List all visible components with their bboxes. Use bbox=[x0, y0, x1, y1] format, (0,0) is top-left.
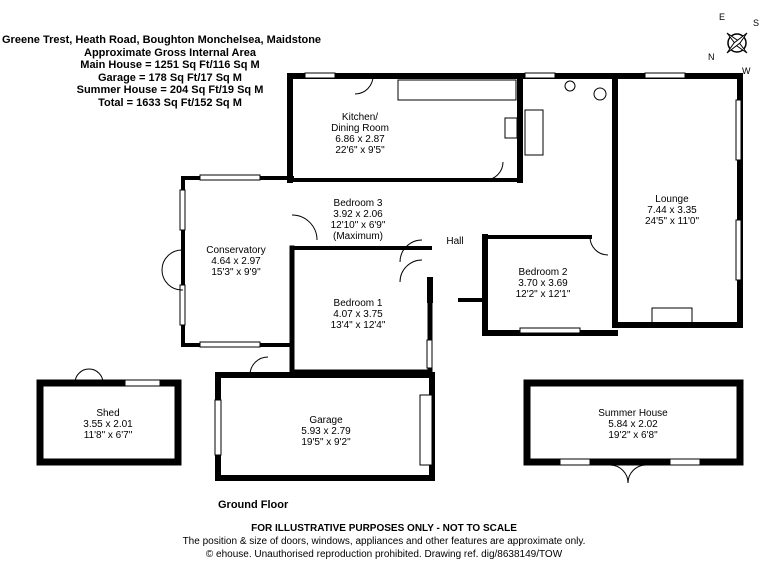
compass-s: S bbox=[753, 18, 759, 28]
conservatory-metric: 4.64 x 2.97 bbox=[211, 256, 261, 267]
kitchen-metric: 6.86 x 2.87 bbox=[335, 134, 385, 145]
kitchen-name: Kitchen/ bbox=[341, 112, 379, 123]
bedroom2-metric: 3.70 x 3.69 bbox=[518, 278, 568, 289]
room-shed: Shed 3.55 x 2.01 11'8" x 6'7" bbox=[83, 408, 132, 441]
main-house-area: Main House = 1251 Sq Ft/116 Sq M bbox=[80, 59, 260, 71]
room-conservatory: Conservatory 4.64 x 2.97 15'3" x 9'9" bbox=[206, 245, 265, 278]
shed-imperial: 11'8" x 6'7" bbox=[83, 430, 133, 441]
bedroom3-metric: 3.92 x 2.06 bbox=[333, 209, 383, 220]
total-area: Total = 1633 Sq Ft/152 Sq M bbox=[98, 97, 242, 109]
bedroom1-metric: 4.07 x 3.75 bbox=[333, 309, 383, 320]
room-bedroom-2: Bedroom 2 3.70 x 3.69 12'2" x 12'1" bbox=[516, 267, 571, 300]
garage-metric: 5.93 x 2.79 bbox=[301, 426, 351, 437]
compass-w: W bbox=[742, 66, 751, 76]
lounge-name: Lounge bbox=[655, 194, 689, 205]
room-garage: Garage 5.93 x 2.79 19'5" x 9'2" bbox=[301, 415, 350, 448]
copyright: © ehouse. Unauthorised reproduction proh… bbox=[205, 549, 563, 560]
compass-icon: E S N W bbox=[708, 12, 759, 76]
lounge-imperial: 24'5" x 11'0" bbox=[644, 216, 700, 227]
fixtures bbox=[74, 75, 693, 484]
bedroom3-note: (Maximum) bbox=[333, 231, 383, 242]
windows bbox=[124, 72, 742, 466]
disclaimer: FOR ILLUSTRATIVE PURPOSES ONLY - NOT TO … bbox=[251, 523, 517, 534]
room-bedroom-1: Bedroom 1 4.07 x 3.75 13'4" x 12'4" bbox=[331, 298, 386, 331]
compass-e: E bbox=[719, 12, 725, 22]
room-lounge: Lounge 7.44 x 3.35 24'5" x 11'0" bbox=[645, 194, 699, 227]
room-bedroom-3: Bedroom 3 3.92 x 2.06 12'10" x 6'9" (Max… bbox=[331, 198, 386, 242]
summer-house-area: Summer House = 204 Sq Ft/19 Sq M bbox=[76, 84, 264, 96]
summer-house-metric: 5.84 x 2.02 bbox=[608, 419, 658, 430]
footer-note: The position & size of doors, windows, a… bbox=[182, 536, 586, 547]
compass-n: N bbox=[708, 52, 715, 62]
shed-metric: 3.55 x 2.01 bbox=[83, 419, 133, 430]
conservatory-name: Conservatory bbox=[206, 245, 266, 256]
shed-name: Shed bbox=[96, 408, 120, 419]
garage-imperial: 19'5" x 9'2" bbox=[301, 437, 351, 448]
lounge-metric: 7.44 x 3.35 bbox=[647, 205, 697, 216]
garage-name: Garage bbox=[309, 415, 343, 426]
summer-house-name: Summer House bbox=[598, 408, 668, 419]
kitchen-imperial: 22'6" x 9'5" bbox=[335, 145, 385, 156]
room-hall: Hall bbox=[446, 236, 463, 247]
bedroom1-imperial: 13'4" x 12'4" bbox=[330, 320, 386, 331]
bedroom2-imperial: 12'2" x 12'1" bbox=[515, 289, 571, 300]
conservatory-imperial: 15'3" x 9'9" bbox=[211, 267, 261, 278]
garage-area: Garage = 178 Sq Ft/17 Sq M bbox=[98, 72, 242, 84]
bedroom1-name: Bedroom 1 bbox=[333, 298, 383, 309]
floor-label: Ground Floor bbox=[218, 499, 289, 511]
bedroom3-name: Bedroom 3 bbox=[333, 198, 383, 209]
bedroom2-name: Bedroom 2 bbox=[518, 267, 568, 278]
summer-house-imperial: 19'2" x 6'8" bbox=[608, 430, 658, 441]
room-kitchen: Kitchen/ Dining Room 6.86 x 2.87 22'6" x… bbox=[331, 112, 389, 156]
hall-name: Hall bbox=[446, 236, 464, 247]
property-address: Greene Trest, Heath Road, Boughton Monch… bbox=[2, 34, 322, 46]
area-title: Approximate Gross Internal Area bbox=[84, 47, 256, 59]
kitchen-name-2: Dining Room bbox=[331, 123, 389, 134]
bedroom3-imperial: 12'10" x 6'9" bbox=[330, 220, 386, 231]
room-summer-house: Summer House 5.84 x 2.02 19'2" x 6'8" bbox=[598, 408, 667, 441]
